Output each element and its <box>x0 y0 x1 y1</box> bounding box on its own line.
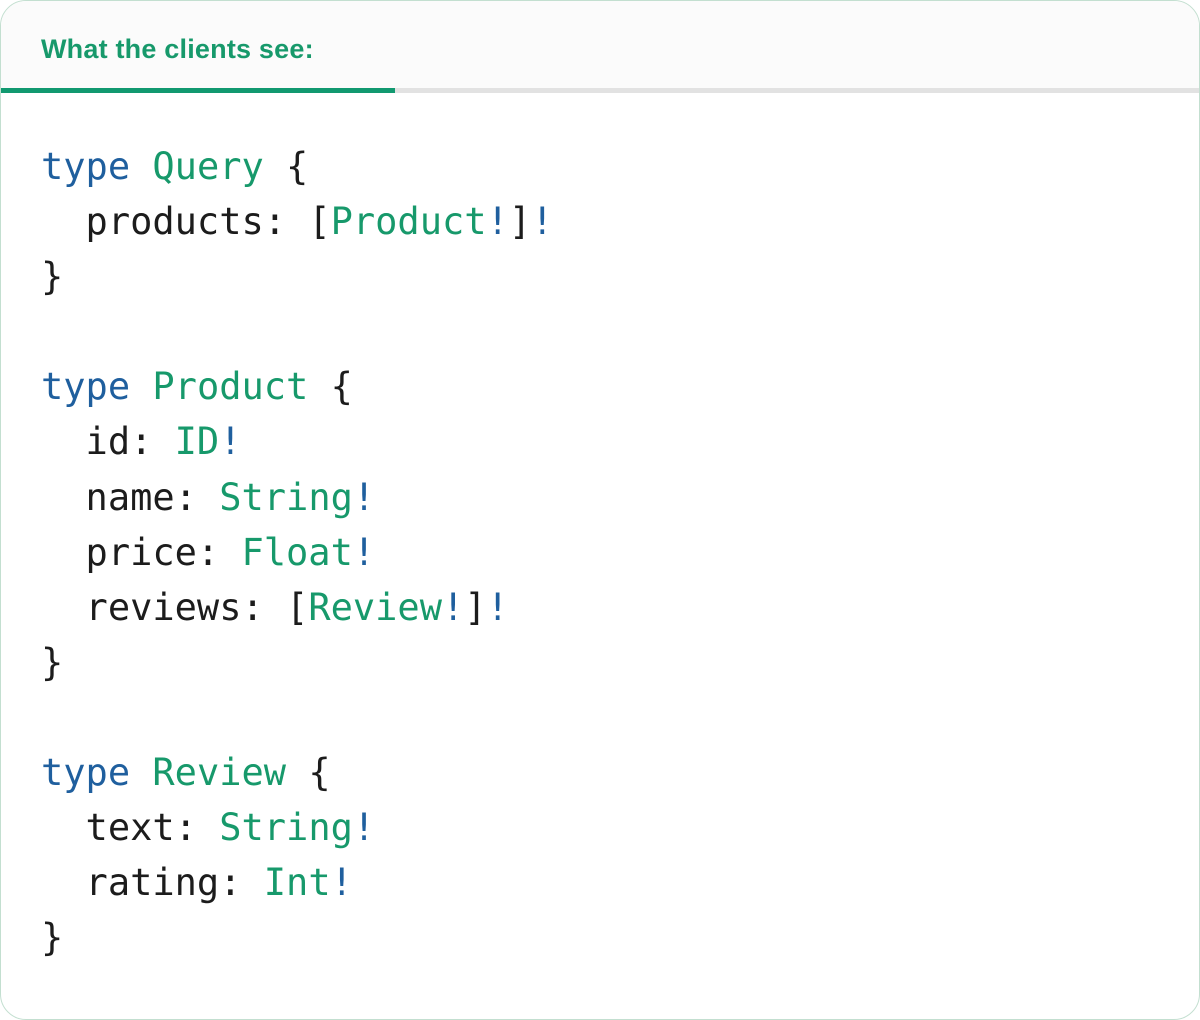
code-token: text: <box>41 806 220 850</box>
code-line: reviews: [Review!]! <box>41 580 1159 635</box>
code-token: Review <box>152 751 287 795</box>
code-token: ! <box>352 806 376 850</box>
code-token: String <box>219 806 353 850</box>
code-token: } <box>41 255 64 299</box>
code-token: ! <box>219 420 242 464</box>
code-token: products: <box>41 200 309 244</box>
code-token: Product <box>330 200 487 244</box>
code-token: ! <box>441 585 465 629</box>
code-token: id: <box>41 420 175 464</box>
code-token: ] <box>464 585 487 629</box>
code-token <box>130 751 152 794</box>
code-area: type Query { products: [Product!]!} type… <box>1 93 1199 966</box>
code-token: Review <box>308 585 442 629</box>
code-token: { <box>263 145 309 188</box>
code-line: } <box>41 635 1159 690</box>
code-line: text: String! <box>41 800 1159 855</box>
code-line: } <box>41 249 1159 304</box>
code-line: id: ID! <box>41 414 1159 469</box>
code-token: [ <box>308 200 331 244</box>
code-token: ! <box>486 585 509 629</box>
code-line: rating: Int! <box>41 855 1159 910</box>
code-line: } <box>41 910 1159 965</box>
code-token <box>130 145 152 188</box>
code-token: ! <box>486 200 509 244</box>
code-token: price: <box>41 530 242 574</box>
code-token: { <box>286 751 331 795</box>
code-line <box>41 690 1159 745</box>
code-token: Product <box>152 365 309 409</box>
code-line: type Product { <box>41 359 1159 414</box>
tab-bar: What the clients see: <box>1 1 1199 93</box>
code-token: { <box>308 365 353 409</box>
code-line: type Review { <box>41 745 1159 800</box>
code-token: ! <box>330 861 353 905</box>
code-token: } <box>41 640 64 684</box>
code-token: rating: <box>41 861 264 905</box>
code-token: type <box>41 145 131 188</box>
code-token: String <box>219 475 353 519</box>
tab-bar-divider <box>1 88 1199 93</box>
code-block: type Query { products: [Product!]!} type… <box>41 139 1159 965</box>
tab-label: What the clients see: <box>41 34 314 64</box>
code-token: ] <box>508 200 532 244</box>
code-line: type Query { <box>41 139 1159 194</box>
code-token: Float <box>241 530 353 574</box>
code-token: } <box>41 916 64 960</box>
code-line: products: [Product!]! <box>41 194 1159 249</box>
code-line: name: String! <box>41 470 1159 525</box>
code-token: ! <box>352 530 376 574</box>
code-token: ID <box>174 420 220 464</box>
code-token: Int <box>263 861 331 905</box>
code-token <box>130 365 152 408</box>
code-token: type <box>41 751 131 795</box>
code-token: Query <box>152 145 264 188</box>
code-line: price: Float! <box>41 525 1159 580</box>
code-token: reviews: <box>41 585 287 629</box>
tab-what-clients-see[interactable]: What the clients see: <box>1 1 395 93</box>
code-token: type <box>41 365 131 409</box>
code-token: ! <box>531 200 554 244</box>
code-token: ! <box>352 475 376 519</box>
code-line <box>41 304 1159 359</box>
code-token: name: <box>41 475 220 519</box>
code-token: [ <box>286 585 309 629</box>
